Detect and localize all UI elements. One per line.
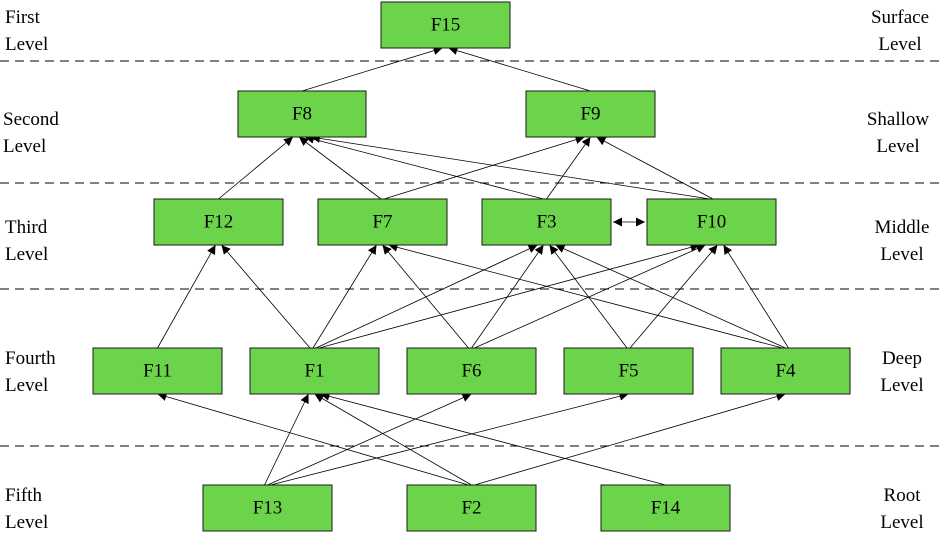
edge-f11-f12	[157, 244, 216, 349]
edges-layer	[157, 46, 789, 486]
edge-f2-f11	[157, 392, 469, 486]
level-label-line: Level	[880, 244, 924, 265]
node-f8[interactable]: F8	[237, 90, 367, 138]
level-label-line: Third	[5, 217, 48, 238]
level-label-middle: Middle Level	[866, 214, 938, 268]
level-label-line: Level	[5, 244, 49, 265]
node-f5[interactable]: F5	[563, 347, 694, 395]
level-label-fifth: Fifth Level	[5, 482, 48, 534]
edge-f1-f3	[315, 244, 538, 349]
level-label-line: Surface	[870, 7, 930, 28]
level-label-first: First Level	[5, 4, 48, 58]
edge-f6-f3	[471, 244, 544, 349]
level-label-line: Shallow	[866, 109, 930, 130]
level-label-line: Fourth	[5, 348, 56, 369]
level-label-root: Root Level	[866, 482, 938, 534]
level-label-surface: Surface Level	[864, 4, 936, 58]
level-label-line: Level	[876, 136, 920, 157]
node-f3[interactable]: F3	[481, 198, 612, 246]
node-label: F14	[651, 498, 681, 519]
level-label-line: Level	[5, 375, 49, 396]
edge-f7-f9	[383, 135, 585, 200]
node-label: F13	[253, 498, 283, 519]
node-label: F15	[431, 15, 461, 36]
edge-f4-f7	[388, 242, 783, 349]
level-label-line: Level	[5, 34, 49, 55]
level-label-line: First	[5, 7, 40, 28]
edge-f9-f15	[448, 46, 591, 92]
level-label-line: Level	[880, 512, 924, 533]
level-label-line: Middle	[874, 217, 930, 238]
edge-f13-f6	[267, 393, 472, 486]
level-label-line: Level	[3, 136, 47, 157]
edge-f5-f3	[549, 244, 628, 349]
node-label: F1	[304, 361, 324, 382]
edge-f2-f1	[314, 393, 472, 486]
node-f13[interactable]: F13	[202, 484, 333, 532]
node-f10[interactable]: F10	[646, 198, 777, 246]
edge-f14-f1	[320, 391, 666, 486]
node-label: F12	[204, 212, 234, 233]
edge-f1-f12	[221, 244, 311, 349]
level-label-third: Third Level	[5, 214, 48, 268]
node-f4[interactable]: F4	[720, 347, 851, 395]
edge-f1-f7	[312, 244, 377, 349]
level-label-second: Second Level	[3, 106, 59, 160]
node-f6[interactable]: F6	[406, 347, 537, 395]
level-label-line: Level	[878, 34, 922, 55]
level-label-shallow: Shallow Level	[858, 106, 938, 160]
level-label-fourth: Fourth Level	[5, 345, 56, 399]
level-label-line: Fifth	[5, 485, 42, 506]
node-label: F4	[775, 361, 796, 382]
node-label: F11	[143, 361, 172, 382]
level-label-line: Second	[3, 109, 59, 130]
node-f7[interactable]: F7	[317, 198, 448, 246]
edge-f5-f10	[629, 244, 718, 349]
node-f9[interactable]: F9	[525, 90, 656, 138]
node-label: F6	[461, 361, 481, 382]
node-label: F10	[697, 212, 727, 233]
edge-f4-f10	[723, 244, 789, 349]
edge-f8-f15	[301, 46, 443, 92]
edge-f13-f5	[270, 391, 629, 486]
edge-f3-f9	[546, 136, 591, 200]
node-label: F3	[536, 212, 556, 233]
edge-f12-f8	[218, 136, 294, 200]
level-label-line: Deep	[881, 348, 923, 369]
level-dividers	[0, 60, 941, 447]
node-label: F5	[618, 361, 638, 382]
level-label-line: Root	[883, 485, 921, 506]
nodes-layer: F15 F8 F9 F12 F7 F3	[92, 1, 851, 532]
level-label-line: Level	[5, 512, 49, 533]
node-f12[interactable]: F12	[153, 198, 284, 246]
level-label-line: Level	[880, 375, 924, 396]
node-f2[interactable]: F2	[406, 484, 537, 532]
node-f14[interactable]: F14	[600, 484, 731, 532]
edge-f2-f4	[474, 392, 786, 486]
edge-f4-f3	[555, 244, 786, 349]
node-label: F8	[292, 104, 312, 125]
node-f15[interactable]: F15	[380, 1, 511, 49]
edge-f6-f10	[474, 244, 706, 349]
level-label-deep: Deep Level	[866, 345, 938, 399]
node-f1[interactable]: F1	[249, 347, 380, 395]
node-label: F7	[372, 212, 392, 233]
edge-f3-f8	[304, 134, 544, 200]
node-label: F2	[461, 498, 481, 519]
edge-f7-f8	[298, 136, 382, 200]
edge-f10-f8	[310, 133, 711, 200]
node-f11[interactable]: F11	[92, 347, 223, 395]
node-label: F9	[580, 104, 600, 125]
edge-f1-f10	[318, 243, 700, 349]
edge-f6-f7	[382, 244, 469, 349]
edge-f13-f1	[264, 393, 309, 486]
edge-f10-f9	[596, 136, 714, 200]
